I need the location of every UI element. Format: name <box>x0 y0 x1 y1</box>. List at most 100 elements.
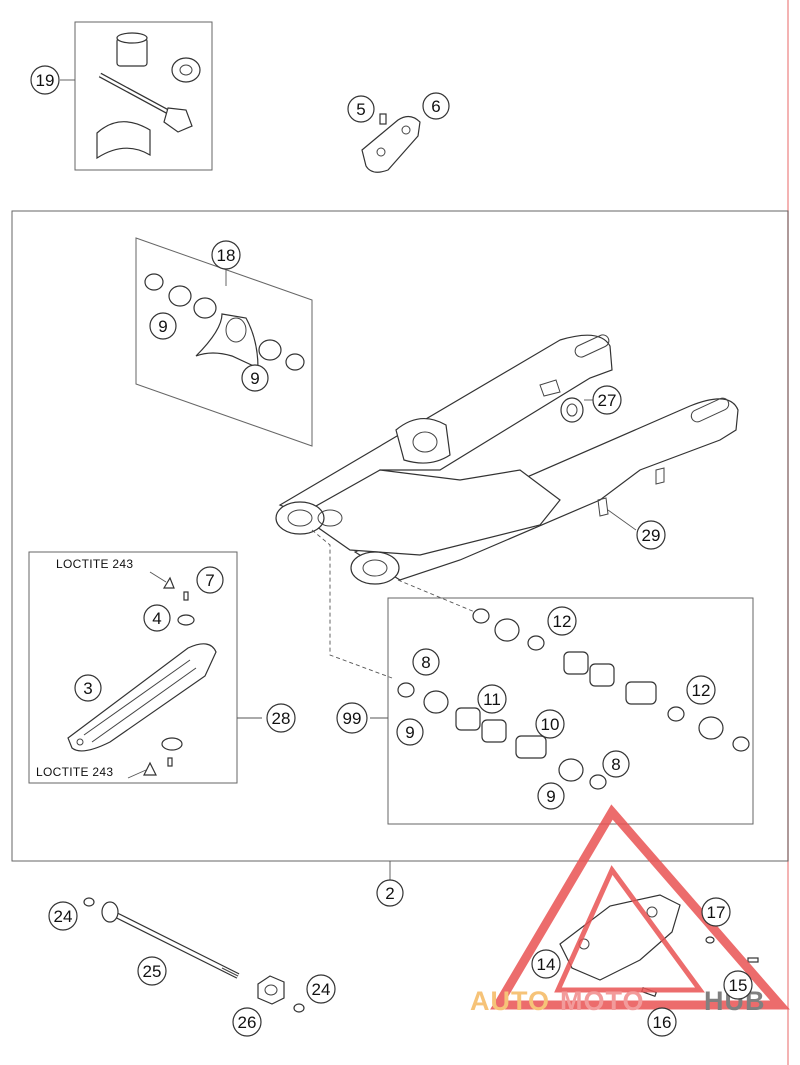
callout-18-label: 18 <box>217 246 236 265</box>
callout-24-a-label: 24 <box>54 907 73 926</box>
callout-2[interactable]: 2 <box>376 879 404 907</box>
swingarm-body <box>275 334 739 585</box>
callout-9-d[interactable]: 9 <box>537 782 565 810</box>
callout-9-b[interactable]: 9 <box>241 364 269 392</box>
callout-8-b[interactable]: 8 <box>602 750 630 778</box>
callout-9-c-label: 9 <box>405 723 414 742</box>
callout-6[interactable]: 6 <box>422 92 450 120</box>
callout-12-a-label: 12 <box>553 612 572 631</box>
callout-18[interactable]: 18 <box>211 240 241 270</box>
callout-15[interactable]: 15 <box>723 970 753 1000</box>
callout-17[interactable]: 17 <box>701 897 731 927</box>
kit-18-group <box>135 237 313 447</box>
watermark-text-moto: MOTO <box>560 986 645 1016</box>
callout-3[interactable]: 3 <box>74 674 102 702</box>
callout-24-b-label: 24 <box>312 980 331 999</box>
callout-29[interactable]: 29 <box>636 520 666 550</box>
bushing-27 <box>560 397 584 423</box>
screw-5 <box>379 113 387 125</box>
watermark-text-auto: AUTO <box>470 986 550 1016</box>
bearing-kit-99-group <box>370 597 754 825</box>
kit-28-frame <box>28 551 238 784</box>
callout-12-b-label: 12 <box>692 681 711 700</box>
callout-27[interactable]: 27 <box>592 385 622 415</box>
swingarm-assembly-frame <box>11 210 789 862</box>
chain-guide-14-group <box>559 894 759 998</box>
callout-28-label: 28 <box>272 709 291 728</box>
kit-18-frame <box>135 237 313 447</box>
callout-9-c[interactable]: 9 <box>396 718 424 746</box>
callout-9-d-label: 9 <box>546 787 555 806</box>
pivot-axis-line-a <box>311 529 393 679</box>
spacer-lower-10 <box>515 735 547 759</box>
callout-17-label: 17 <box>707 903 726 922</box>
half-shell <box>96 121 151 160</box>
pivot-tube-left <box>275 501 325 535</box>
callout-4[interactable]: 4 <box>143 604 171 632</box>
loctite-label-bottom: LOCTITE 243 <box>36 765 113 779</box>
kit-19-group <box>60 21 213 171</box>
chain-slider-3 <box>67 643 217 752</box>
pivot-tube-right <box>350 551 400 585</box>
callout-12-a[interactable]: 12 <box>547 606 577 636</box>
callout-99-label: 99 <box>343 709 362 728</box>
callout-5-label: 5 <box>356 100 365 119</box>
callout-9-b-label: 9 <box>250 369 259 388</box>
long-bolt <box>98 72 193 133</box>
needle-bearing-lower-b <box>481 719 507 743</box>
spacer-cylinder <box>116 32 148 67</box>
callout-8-a-label: 8 <box>421 653 430 672</box>
watermark-logo: AUTO MOTO HUB <box>470 804 790 1016</box>
callout-2-label: 2 <box>385 884 394 903</box>
callouts: 19 5 6 18 9 9 27 29 7 4 3 28 12 8 12 11 … <box>30 65 753 1037</box>
callout-25[interactable]: 25 <box>137 956 167 986</box>
callout-16-label: 16 <box>653 1013 672 1032</box>
bearing-housing <box>195 313 259 369</box>
swingarm-axle-25 <box>83 897 240 979</box>
bracket-6 <box>361 115 421 173</box>
callout-99[interactable]: 99 <box>336 702 368 734</box>
axle-nut-26 <box>257 975 285 1005</box>
cap-24-right <box>293 1003 305 1013</box>
pivot-axis-line-b <box>397 579 476 613</box>
callout-16[interactable]: 16 <box>647 1007 677 1037</box>
watermark-triangle <box>490 804 790 1010</box>
callout-19-label: 19 <box>36 71 55 90</box>
hex-nut <box>171 57 201 83</box>
washer-4 <box>177 614 195 626</box>
callout-4-label: 4 <box>152 609 161 628</box>
callout-12-b[interactable]: 12 <box>686 675 716 705</box>
callout-9-a-label: 9 <box>158 317 167 336</box>
callout-19[interactable]: 19 <box>30 65 60 95</box>
callout-7[interactable]: 7 <box>196 566 224 594</box>
callout-10-label: 10 <box>541 715 560 734</box>
kit-99-frame <box>387 597 754 825</box>
callout-9-a[interactable]: 9 <box>149 312 177 340</box>
callout-14-label: 14 <box>537 955 556 974</box>
needle-bearing-lower-a <box>455 707 481 731</box>
callout-28[interactable]: 28 <box>266 703 296 733</box>
callout-11-label: 11 <box>483 690 501 709</box>
callout-6-label: 6 <box>431 97 440 116</box>
callout-26-label: 26 <box>238 1013 257 1032</box>
callout-10[interactable]: 10 <box>535 709 565 739</box>
kit-19-frame <box>74 21 213 171</box>
callout-26[interactable]: 26 <box>232 1007 262 1037</box>
callout-24-b[interactable]: 24 <box>306 974 336 1004</box>
bracket-5-6-group <box>361 113 421 173</box>
callout-3-label: 3 <box>83 679 92 698</box>
needle-bearing-upper-b <box>589 663 615 687</box>
callout-8-a[interactable]: 8 <box>412 648 440 676</box>
needle-bearing-upper-a <box>563 651 589 675</box>
callout-11[interactable]: 11 <box>477 684 507 714</box>
callout-29-label: 29 <box>642 526 661 545</box>
callout-5[interactable]: 5 <box>347 95 375 123</box>
callout-7-label: 7 <box>205 571 214 590</box>
callout-8-b-label: 8 <box>611 755 620 774</box>
cap-24-left <box>83 897 95 907</box>
callout-24-a[interactable]: 24 <box>48 901 78 931</box>
callout-14[interactable]: 14 <box>531 949 561 979</box>
chain-slider-28-group <box>28 551 262 784</box>
spacer-upper <box>625 681 657 705</box>
